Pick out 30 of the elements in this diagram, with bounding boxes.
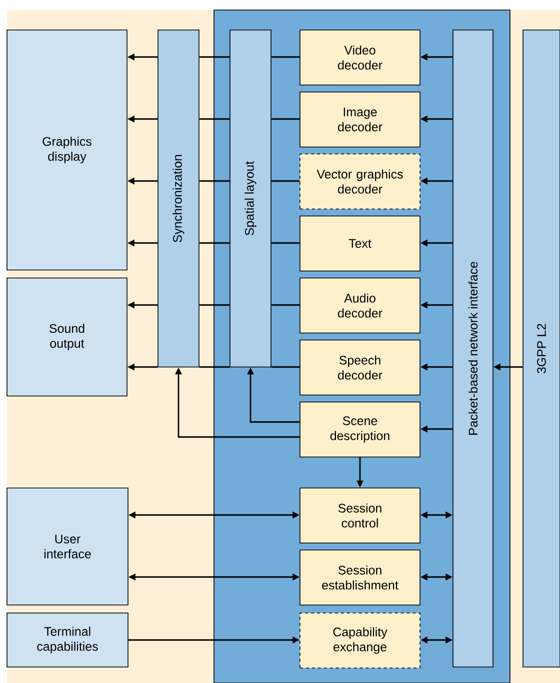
input-box: User interface bbox=[6, 488, 128, 606]
process-box: Text bbox=[300, 216, 420, 272]
process-box: Speech decoder bbox=[300, 340, 420, 396]
connector-line bbox=[199, 118, 230, 120]
connector-line bbox=[199, 366, 230, 368]
connector-line bbox=[199, 56, 230, 58]
output-box: Graphics display bbox=[6, 30, 128, 270]
vertical-bar: Spatial layout bbox=[230, 30, 272, 368]
process-box: Image decoder bbox=[300, 92, 420, 148]
process-box: Video decoder bbox=[300, 30, 420, 86]
connector-line bbox=[199, 180, 230, 182]
vertical-bar: Synchronization bbox=[158, 30, 200, 368]
connector-line bbox=[271, 180, 300, 182]
process-box: Capability exchange bbox=[300, 612, 420, 668]
connector-line bbox=[271, 118, 300, 120]
vertical-bar: Packet-based network interface bbox=[452, 30, 494, 668]
process-box: Vector graphics decoder bbox=[300, 154, 420, 210]
process-box: Session control bbox=[300, 488, 420, 544]
connector-line bbox=[271, 56, 300, 58]
vertical-bar: 3GPP L2 bbox=[522, 30, 560, 668]
process-box: Session establishment bbox=[300, 550, 420, 606]
process-box: Scene description bbox=[300, 402, 420, 458]
connector-line bbox=[271, 242, 300, 244]
input-box: Terminal capabilities bbox=[6, 612, 128, 668]
connector-line bbox=[199, 304, 230, 306]
connector-line bbox=[271, 366, 300, 368]
output-box: Sound output bbox=[6, 278, 128, 396]
connector-line bbox=[199, 242, 230, 244]
connector-line bbox=[271, 304, 300, 306]
process-box: Audio decoder bbox=[300, 278, 420, 334]
